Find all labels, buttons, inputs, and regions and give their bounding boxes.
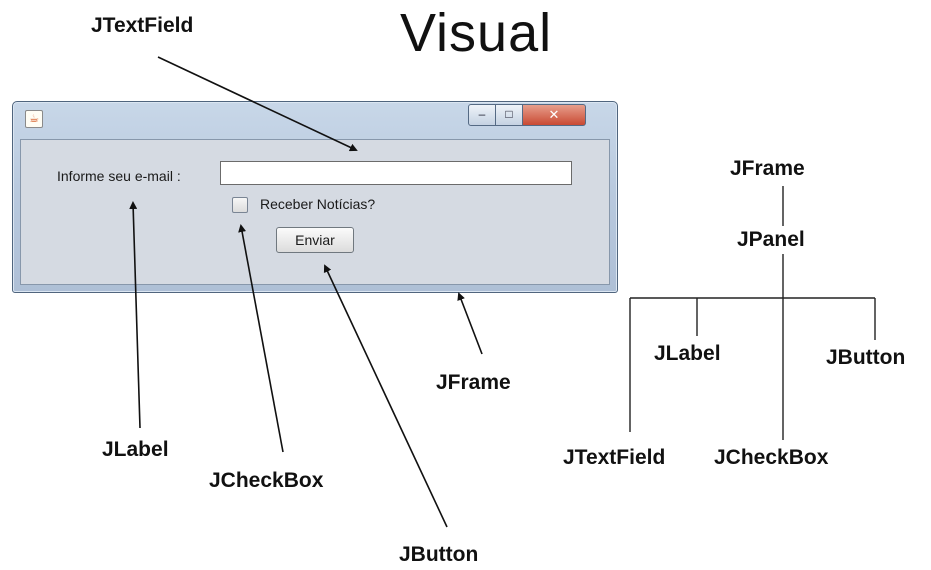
- tree-node-jpanel: JPanel: [737, 228, 805, 251]
- news-checkbox-label: Receber Notícias?: [260, 196, 376, 212]
- email-field[interactable]: [220, 161, 572, 185]
- tree-node-jtextfield: JTextField: [563, 446, 666, 469]
- arrow-jlabel: [129, 201, 141, 429]
- email-label: Informe seu e-mail :: [57, 168, 181, 184]
- callout-jbutton: JButton: [399, 543, 479, 566]
- callout-jlabel: JLabel: [102, 438, 169, 461]
- tree-node-jlabel: JLabel: [654, 342, 721, 365]
- tree-node-jbutton: JButton: [826, 346, 906, 369]
- arrow-jframe: [457, 292, 483, 355]
- swing-window: ☕ – □ ✕ Informe seu e-mail : Receber Not…: [12, 101, 618, 293]
- callout-jtextfield: JTextField: [91, 14, 194, 37]
- diagram-heading: Visual: [400, 3, 553, 63]
- component-tree-lines: [629, 186, 876, 440]
- arrow-jtextfield: [157, 56, 358, 152]
- news-checkbox[interactable]: [232, 197, 248, 213]
- callout-jcheckbox: JCheckBox: [209, 469, 324, 492]
- tree-node-jcheckbox: JCheckBox: [714, 446, 829, 469]
- close-button[interactable]: ✕: [522, 104, 586, 126]
- title-bar: ☕ – □ ✕: [13, 102, 617, 132]
- tree-node-jframe: JFrame: [730, 157, 805, 180]
- arrow-jbutton: [323, 264, 448, 528]
- content-panel: Informe seu e-mail : Receber Notícias? E…: [20, 139, 610, 285]
- arrow-jcheckbox: [238, 224, 284, 453]
- send-button[interactable]: Enviar: [276, 227, 354, 253]
- callout-jframe: JFrame: [436, 371, 511, 394]
- java-app-icon: ☕: [25, 110, 43, 128]
